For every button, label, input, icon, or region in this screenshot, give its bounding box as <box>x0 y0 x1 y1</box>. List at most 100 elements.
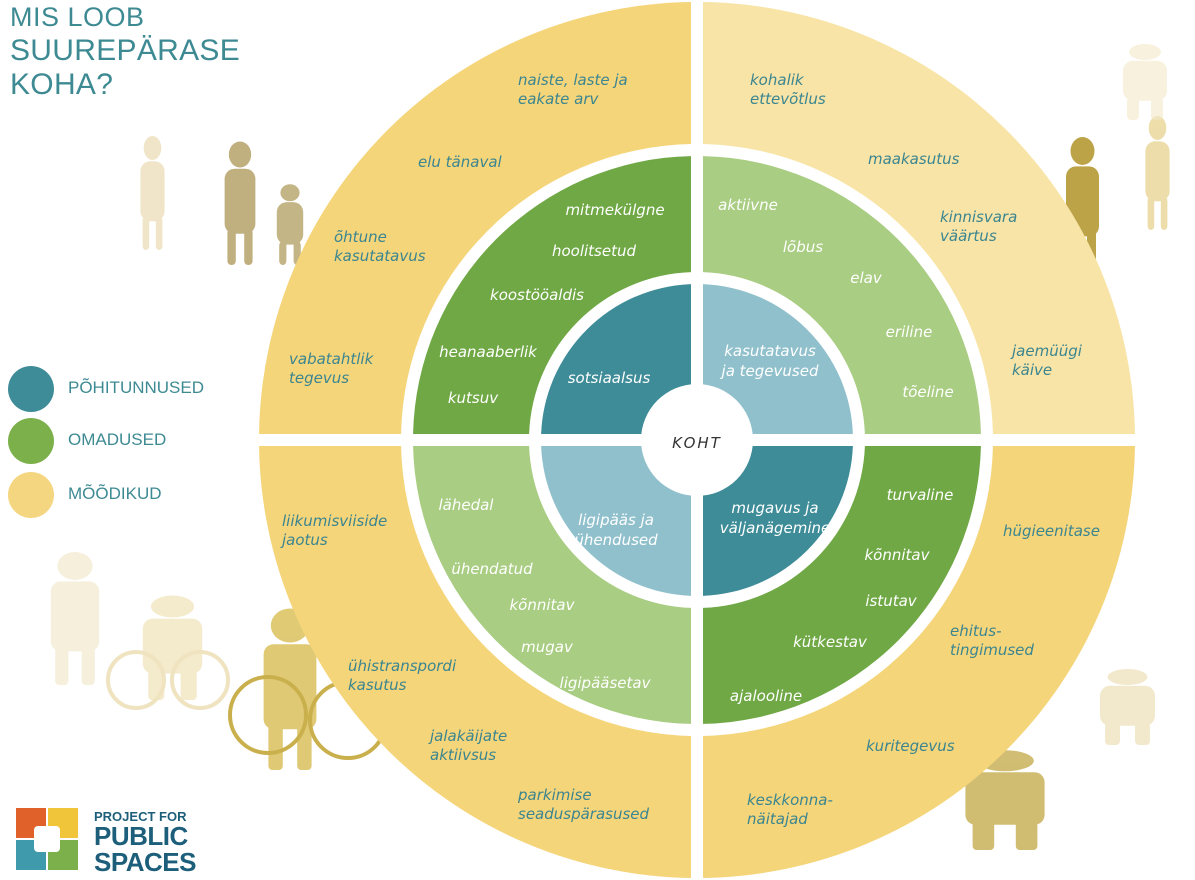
attribute-label-top_right-line: elav <box>850 269 883 287</box>
attribute-label-top_left: mitmekülgne <box>565 201 664 219</box>
metric-label-top_left-line: tegevus <box>289 369 349 387</box>
metric-label-top_left-line: õhtune <box>334 228 387 246</box>
metric-label-bottom_right-line: hügieenitase <box>1003 522 1100 540</box>
metric-label-bottom_left-line: kasutus <box>348 676 407 694</box>
silhouette-figure <box>276 184 304 265</box>
legend-label-metrics: MÕÕDIKUD <box>68 484 162 503</box>
core-label-bottom_right-line: väljanägemine <box>720 519 831 537</box>
attribute-label-top_right-line: aktiivne <box>718 196 778 214</box>
legend-dot-metrics <box>8 472 54 518</box>
attribute-label-top_left: kutsuv <box>448 389 499 407</box>
legend-item-metrics: MÕÕDIKUD <box>8 472 228 518</box>
silhouette-figure <box>1123 44 1167 120</box>
title-line-3: KOHA? <box>10 68 114 101</box>
segment-bottom_left-core <box>541 446 691 596</box>
attribute-label-bottom_left: ligipääsetav <box>560 674 652 692</box>
attribute-label-top_left-line: hoolitsetud <box>552 242 637 260</box>
metric-label-top_left: elu tänaval <box>418 153 503 171</box>
page-title: MIS LOOB SUUREPÄRASE KOHA? <box>10 0 240 102</box>
attribute-label-bottom_right: kütkestav <box>793 633 868 651</box>
core-label-top_left-line: sotsiaalsus <box>568 369 651 387</box>
attribute-label-top_right: aktiivne <box>718 196 778 214</box>
metric-label-bottom_right: ehitus-tingimused <box>950 622 1034 659</box>
core-label-bottom_left-line: ühendused <box>574 531 658 549</box>
center-circle <box>641 384 753 496</box>
core-label-top_right-line: ja tegevused <box>720 362 819 380</box>
attribute-label-top_right: elav <box>850 269 883 287</box>
attribute-label-bottom_left: lähedal <box>439 496 495 514</box>
attribute-label-top_right-line: lõbus <box>783 238 823 256</box>
metric-label-bottom_left-line: aktiivsus <box>430 746 496 764</box>
metric-label-bottom_left-line: liikumisviiside <box>282 512 387 530</box>
logo-line-2: PUBLIC <box>94 821 188 851</box>
title-line-2: SUUREPÄRASE <box>10 34 241 67</box>
metric-label-bottom_left-line: jaotus <box>280 531 328 549</box>
metric-label-bottom_right-line: keskkonna- <box>747 791 833 809</box>
attribute-label-bottom_right-line: turvaline <box>887 486 954 504</box>
metric-label-bottom_left-line: ühistranspordi <box>348 657 457 675</box>
silhouette-figure <box>50 552 100 685</box>
metric-label-top_right-line: ettevõtlus <box>750 90 826 108</box>
metric-label-top_right-line: maakasutus <box>868 150 960 168</box>
attribute-label-bottom_right-line: kütkestav <box>793 633 868 651</box>
metric-label-bottom_right: keskkonna-näitajad <box>747 791 833 828</box>
metric-label-bottom_right: kuritegevus <box>866 737 955 755</box>
metric-label-top_left-line: kasutatavus <box>334 247 426 265</box>
core-label-top_right-line: kasutatavus <box>724 342 816 360</box>
segment-top_right-core <box>703 284 853 434</box>
metric-label-top_left-line: eakate arv <box>518 90 600 108</box>
metric-label-top_right: maakasutus <box>868 150 960 168</box>
silhouette-figure <box>224 141 256 265</box>
silhouette-figure <box>1100 669 1155 745</box>
diagram-rings <box>259 2 1135 878</box>
attribute-label-bottom_left-line: mugav <box>521 638 574 656</box>
attribute-label-bottom_left: kõnnitav <box>510 596 576 614</box>
attribute-label-top_left-line: heanaaberlik <box>439 343 538 361</box>
metric-label-top_left-line: naiste, laste ja <box>518 71 628 89</box>
metric-label-bottom_left-line: jalakäijate <box>428 727 507 745</box>
attribute-label-top_left: hoolitsetud <box>552 242 637 260</box>
attribute-label-top_left: koostööaldis <box>490 286 584 304</box>
attribute-label-top_right-line: tõeline <box>902 383 953 401</box>
attribute-label-bottom_left-line: lähedal <box>439 496 495 514</box>
attribute-label-top_right: tõeline <box>902 383 953 401</box>
segment-top_left-core <box>541 284 691 434</box>
attribute-label-bottom_left: mugav <box>521 638 574 656</box>
attribute-label-bottom_right: turvaline <box>887 486 954 504</box>
attribute-label-bottom_right: istutav <box>865 592 917 610</box>
logo-center-mark <box>34 826 60 852</box>
attribute-label-bottom_right-line: istutav <box>865 592 917 610</box>
metric-label-bottom_left-line: seaduspärasused <box>518 805 650 823</box>
core-label-top_right: kasutatavus ja tegevused <box>720 342 819 380</box>
metric-label-top_right-line: käive <box>1012 361 1052 379</box>
logo-line-1: PROJECT FOR <box>94 809 187 824</box>
attribute-label-top_right: lõbus <box>783 238 823 256</box>
attribute-label-top_left: heanaaberlik <box>439 343 538 361</box>
pps-logo: PROJECT FOR PUBLIC SPACES <box>16 808 206 880</box>
attribute-label-bottom_left-line: ühendatud <box>451 560 533 578</box>
attribute-label-top_left-line: mitmekülgne <box>565 201 664 219</box>
attribute-label-bottom_left-line: ligipääsetav <box>560 674 652 692</box>
attribute-label-bottom_left: ühendatud <box>451 560 533 578</box>
attribute-label-bottom_left-line: kõnnitav <box>510 596 576 614</box>
bicycle-wheel-icon <box>106 650 166 710</box>
bicycle-wheel-icon <box>170 650 230 710</box>
bicycle-wheel-icon <box>228 675 308 755</box>
logo-text: PROJECT FOR PUBLIC SPACES <box>94 808 197 875</box>
attribute-label-bottom_right: kõnnitav <box>865 546 931 564</box>
title-line-1: MIS LOOB <box>10 2 145 32</box>
metric-label-bottom_right: hügieenitase <box>1003 522 1100 540</box>
metric-label-bottom_right-line: näitajad <box>747 810 808 828</box>
